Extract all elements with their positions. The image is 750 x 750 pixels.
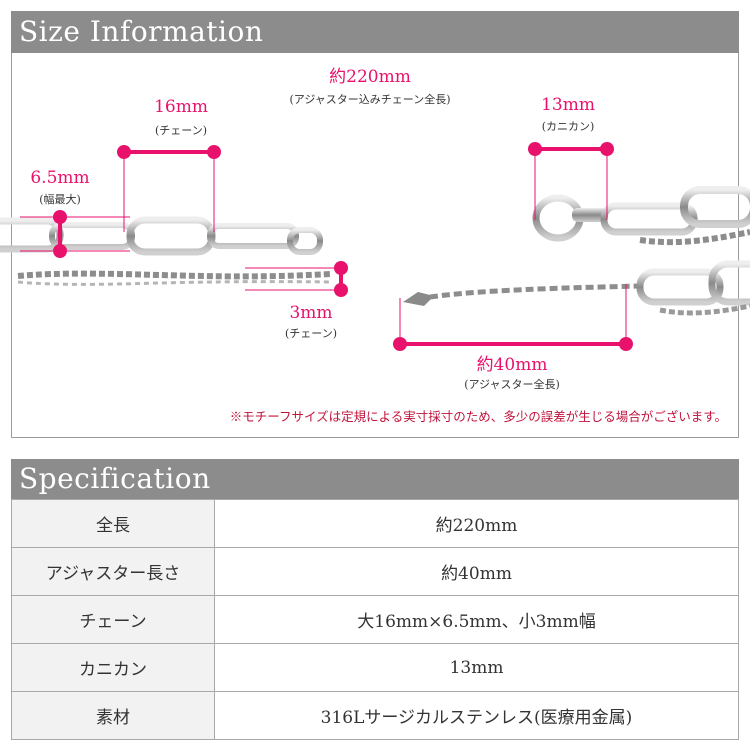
big-link-length-label: 16mm: [154, 97, 208, 117]
spec-value: 13mm: [214, 643, 739, 692]
table-row: カニカン 13mm: [11, 643, 739, 692]
adjuster-note: (アジャスター全長): [464, 377, 560, 391]
spec-label: チェーン: [11, 595, 215, 644]
total-length-note: (アジャスター込みチェーン全長): [289, 92, 450, 106]
clasp-label: 13mm: [541, 95, 595, 115]
width-max-label: 6.5mm: [30, 168, 89, 188]
big-link-note: (チェーン): [155, 124, 207, 137]
small-chain-note: (チェーン): [285, 327, 337, 340]
spec-label: 素材: [11, 691, 215, 740]
width-max-note: (幅最大): [39, 192, 81, 206]
clasp-note: (カニカン): [542, 120, 595, 133]
spec-label: 全長: [11, 499, 215, 548]
table-row: 全長 約220mm: [11, 499, 739, 548]
adjuster-label: 約40mm: [477, 355, 548, 375]
table-row: 素材 316Lサージカルステンレス(医療用金属): [11, 691, 739, 740]
large-link-chain-photo: [0, 216, 323, 256]
total-length-label: 約220mm: [329, 67, 411, 87]
spec-value: 316Lサージカルステンレス(医療用金属): [214, 691, 739, 740]
table-row: チェーン 大16mm×6.5mm、小3mm幅: [11, 595, 739, 644]
specification-header: Specification: [11, 459, 739, 499]
spec-label: アジャスター長さ: [11, 547, 215, 596]
spec-value: 約40mm: [214, 547, 739, 596]
size-diagram: 約220mm (アジャスター込みチェーン全長) 16mm (チェーン) 6.5m…: [0, 67, 750, 424]
small-chain-label: 3mm: [289, 303, 332, 323]
clasp-adjuster-photo: [403, 186, 750, 316]
spec-label: カニカン: [11, 643, 215, 692]
spec-value: 約220mm: [214, 499, 739, 548]
guide-lines: [20, 149, 627, 344]
measurement-markers: [53, 142, 633, 351]
small-curb-chain-photo: [17, 270, 331, 286]
size-information-header: Size Information: [11, 11, 739, 53]
size-information-title: Size Information: [19, 15, 264, 48]
specification-title: Specification: [19, 462, 211, 495]
table-row: アジャスター長さ 約40mm: [11, 547, 739, 596]
specification-table: 全長 約220mm アジャスター長さ 約40mm チェーン 大16mm×6.5m…: [11, 499, 739, 740]
spec-value: 大16mm×6.5mm、小3mm幅: [214, 595, 739, 644]
disclaimer-text: ※モチーフサイズは定規による実寸採寸のため、多少の誤差が生じる場合がございます。: [230, 409, 727, 424]
